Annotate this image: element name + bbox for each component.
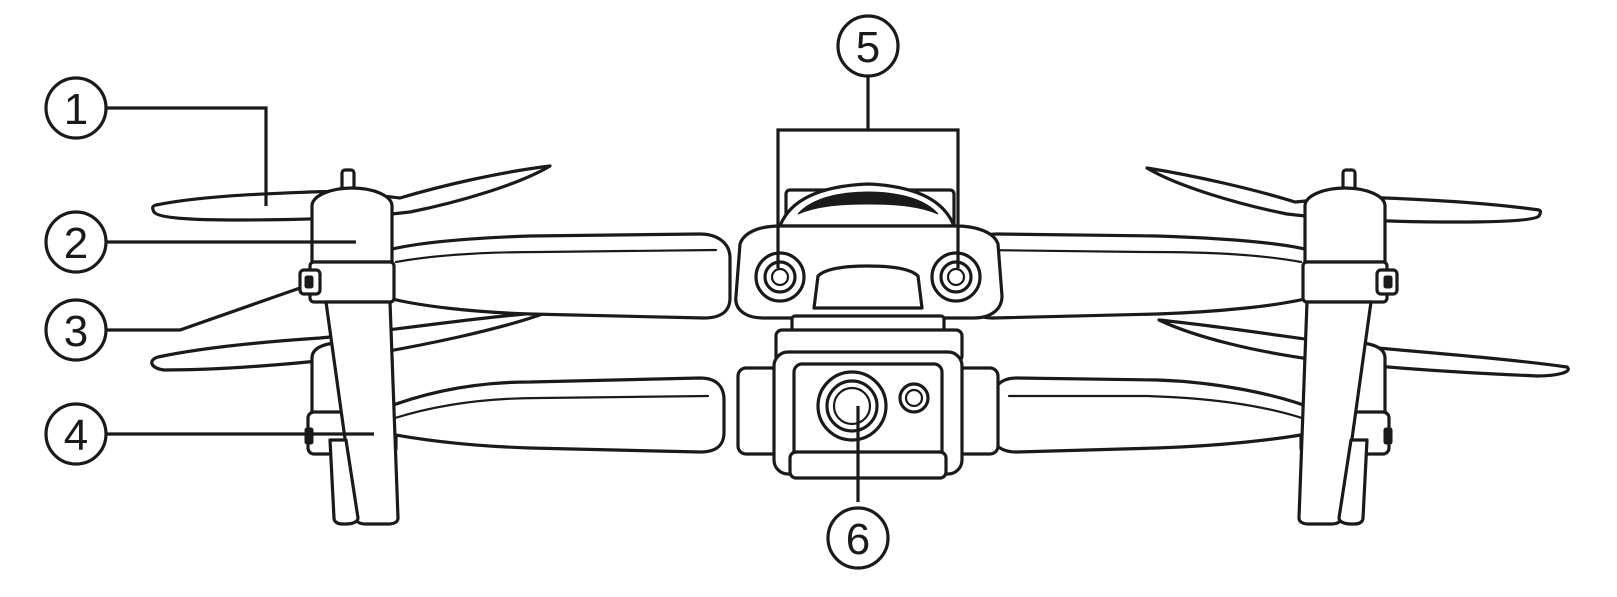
- leader-3: [106, 286, 301, 332]
- right-motor-ring: [1301, 260, 1389, 304]
- right-upper-arm: [965, 232, 1311, 320]
- callout-2-number: 2: [64, 219, 88, 268]
- gimbal-camera-bottom: [788, 450, 948, 480]
- right-upper-arm-edge: [979, 248, 1303, 264]
- leader-5-bracket: [776, 128, 960, 268]
- left-lower-arm-edge: [393, 394, 710, 420]
- right-landing-gear-outer: [1337, 438, 1369, 526]
- callout-3: 3: [44, 298, 108, 362]
- callout-4: 4: [44, 402, 108, 466]
- callout-6-number: 6: [846, 515, 870, 564]
- right-upper-propeller: [1145, 166, 1543, 224]
- left-upper-motor: [310, 186, 394, 264]
- front-vision-sensor-right: [930, 251, 982, 303]
- callout-4-number: 4: [64, 411, 88, 460]
- front-vision-sensor-left: [754, 251, 806, 303]
- callout-1-number: 1: [64, 85, 88, 134]
- drone-body: [734, 182, 1004, 480]
- callout-3-number: 3: [64, 307, 88, 356]
- body-front-band: [812, 264, 924, 310]
- right-arm-lock-button: [1383, 275, 1393, 289]
- left-arm-assembly: [150, 164, 732, 526]
- left-upper-arm-edge: [394, 248, 718, 264]
- left-lower-arm: [378, 376, 726, 454]
- body-dome: [778, 182, 956, 228]
- left-landing-gear-outer: [328, 438, 360, 526]
- left-motor-ring: [308, 260, 396, 304]
- body-dome-vent: [797, 191, 939, 215]
- callout-1: 1: [44, 76, 108, 140]
- right-lower-arm: [991, 376, 1319, 454]
- left-lower-motor-clip: [304, 427, 314, 445]
- right-lower-arm-edge: [1007, 394, 1304, 420]
- callout-5: 5: [836, 14, 900, 78]
- left-arm-lock-button: [304, 275, 314, 289]
- left-upper-arm: [386, 232, 732, 320]
- callout-6: 6: [826, 506, 890, 570]
- right-arm-assembly: [965, 166, 1570, 526]
- callout-2: 2: [44, 210, 108, 274]
- callout-leaders: [106, 76, 960, 502]
- right-lower-motor-clip: [1383, 427, 1393, 445]
- callout-5-number: 5: [856, 23, 880, 72]
- leader-1: [106, 106, 268, 206]
- gimbal-secondary-sensor: [898, 382, 930, 414]
- right-upper-motor: [1303, 186, 1387, 264]
- gimbal-camera-lens: [816, 370, 888, 442]
